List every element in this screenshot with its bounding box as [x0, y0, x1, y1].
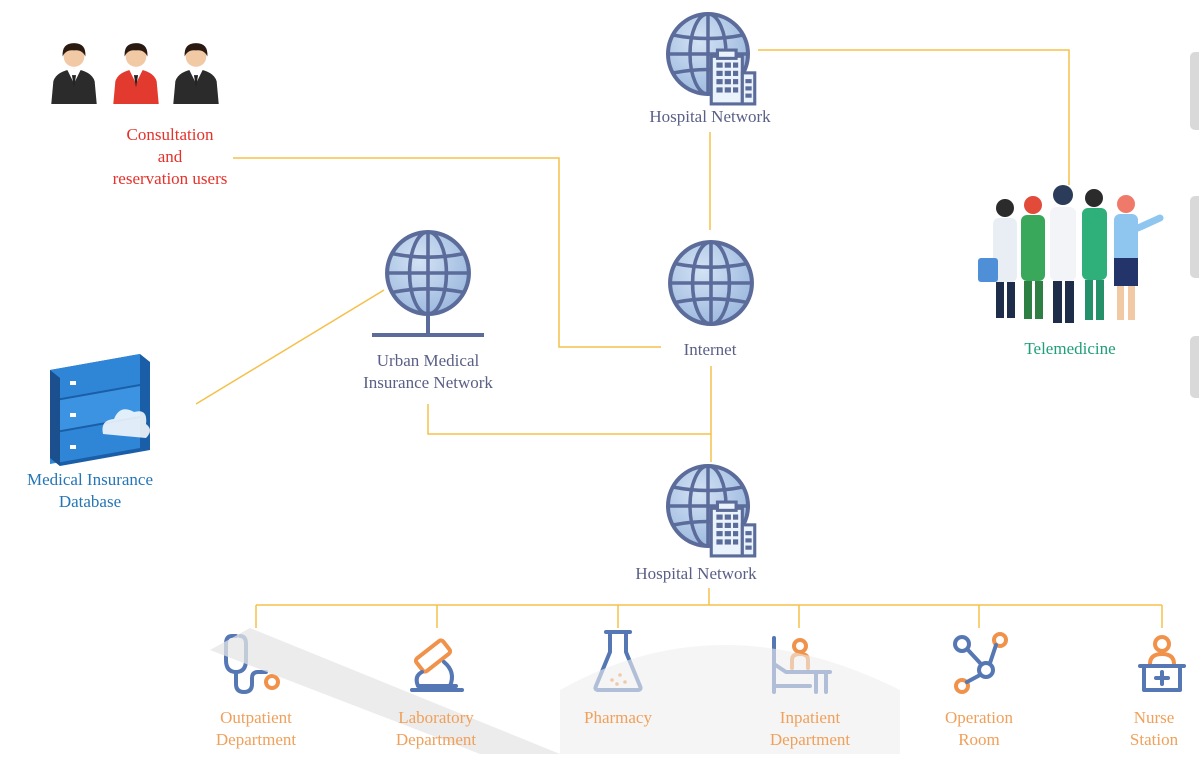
department-label-line: Nurse — [1133, 708, 1175, 727]
department-label-line: Station — [1129, 730, 1179, 749]
hospital-network-bottom-label: Hospital Network — [635, 564, 757, 583]
consultation-label-line-2: and — [157, 147, 183, 166]
nurse-station-icon — [1138, 635, 1186, 692]
department-label-outpatient: Outpatient Department — [186, 707, 326, 751]
internet-label: Internet — [683, 340, 737, 359]
consultation-users-label: Consultation and reservation users — [80, 124, 260, 190]
microscope-icon — [410, 638, 464, 692]
medical-insurance-database-icon — [50, 354, 150, 466]
urban-network-label-line-2: Insurance Network — [363, 373, 493, 392]
department-label-operation: Operation Room — [909, 707, 1049, 751]
department-label-laboratory: Laboratory Department — [366, 707, 506, 751]
urban-network-label-line-1: Urban Medical — [376, 351, 480, 370]
department-label-nurse: Nurse Station — [1109, 707, 1199, 751]
connector-consultation-internet — [233, 157, 661, 348]
hospital-network-top-icon — [666, 12, 757, 106]
medical-insurance-database-label: Medical Insurance Database — [0, 469, 180, 513]
connector-lines — [195, 49, 1163, 628]
department-label-line: Laboratory — [398, 708, 474, 727]
database-label-line-1: Medical Insurance — [26, 470, 154, 489]
department-label-inpatient: Inpatient Department — [740, 707, 880, 751]
telemedicine-staff-icon — [978, 185, 1164, 323]
database-label-line-2: Database — [58, 492, 122, 511]
connector-urban-internet — [427, 404, 711, 435]
connector-hospital-telemedicine — [758, 49, 1070, 185]
watermark-shape — [210, 628, 560, 754]
department-label-line: Inpatient — [779, 708, 841, 727]
internet-globe-icon — [670, 242, 752, 324]
consultation-label-line-1: Consultation — [126, 125, 214, 144]
department-label-line: Pharmacy — [584, 708, 652, 727]
edge-tab-1 — [1190, 52, 1199, 130]
watermark-shape-2 — [560, 645, 900, 754]
department-label-line: Room — [958, 730, 1000, 749]
hospital-network-bottom-icon — [666, 464, 757, 558]
edge-tab-2 — [1190, 196, 1199, 278]
department-label-line: Department — [215, 730, 297, 749]
department-label-pharmacy: Pharmacy — [548, 707, 688, 729]
connector-urban-database — [195, 289, 385, 405]
urban-network-label: Urban Medical Insurance Network — [318, 350, 538, 394]
department-label-line: Operation — [945, 708, 1013, 727]
edge-tab-3 — [1190, 336, 1199, 398]
department-label-line: Department — [395, 730, 477, 749]
operation-nodes-icon — [953, 632, 1008, 694]
consultation-users-icon — [51, 43, 219, 104]
telemedicine-label: Telemedicine — [1024, 339, 1116, 358]
department-label-line: Department — [769, 730, 851, 749]
department-label-line: Outpatient — [220, 708, 292, 727]
hospital-network-top-label: Hospital Network — [649, 107, 771, 126]
consultation-label-line-3: reservation users — [112, 169, 228, 188]
urban-network-globe-icon — [372, 232, 484, 337]
